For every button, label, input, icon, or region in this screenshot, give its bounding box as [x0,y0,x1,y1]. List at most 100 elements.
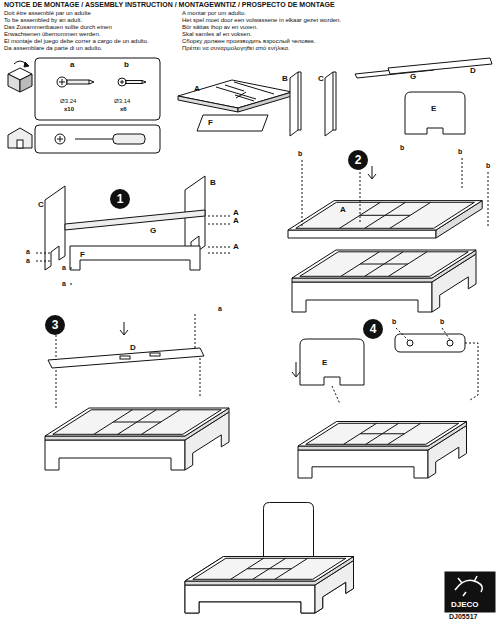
part-d-bar [388,58,492,74]
label: A [233,242,239,251]
label: B [210,178,216,187]
tool-box [35,125,160,153]
drawing-stroke [8,74,20,92]
drawing-stroke [55,134,65,144]
guide-line [462,158,463,190]
step4-base-front [298,450,428,478]
label: A [233,208,239,217]
step-number: 3 [45,315,65,335]
step4-board-e [300,339,364,385]
step2-base-top [292,250,476,278]
guide-line [200,358,201,398]
label: C [318,74,324,83]
step3-base-rim [45,408,229,440]
drawing-stroke [178,96,238,112]
label: Сборку должен производить взрослый челов… [182,38,315,45]
label: El montaje del juego debe correr a cargo… [4,38,149,45]
label: D [470,66,476,75]
final-base-top-divider [253,558,286,579]
label: G [150,226,156,235]
drawing-stroke [20,74,32,92]
step2-base-rim [292,250,476,282]
guide-line [488,172,489,226]
label: Das Zusammenbauen sollte durch einen Erw… [4,24,122,38]
part-f-panel [197,115,268,131]
djeco-logo [445,572,495,612]
bar-slot [150,353,160,356]
step2-base-front [292,282,432,312]
screw-detail [447,340,453,346]
arrow-down [368,166,376,179]
drawing-stroke [36,216,230,284]
label: A [233,216,239,225]
drawing-stroke [45,186,65,270]
step-number-text: 2 [355,153,362,167]
label: Da assemblare da parte di un adulto. [4,45,102,52]
step2-tray-front [288,230,436,238]
label: Skal samles af en voksen. [182,31,252,38]
drawing-stroke [24,62,29,67]
label: E [322,358,327,367]
drawing-stroke [8,128,32,148]
arrow-down [292,362,300,377]
step-number: 4 [363,319,383,339]
step-number: 1 [110,189,130,209]
label: F [208,118,213,127]
label: C [38,200,44,209]
label: b [458,148,462,156]
drawing-stroke [59,79,65,85]
label: A [340,205,346,214]
label: D [130,343,136,352]
screw-detail [407,340,413,346]
drawing-stroke [70,246,200,270]
label: a [26,248,30,256]
label: a [62,264,66,272]
label: b [124,60,129,69]
drawing-stroke [89,80,94,84]
final-base-top-top [185,557,354,582]
final-base-top-front [185,585,315,613]
step4-base-rim [298,422,467,451]
drawing-stroke [142,81,146,84]
step4-base-divider [366,423,399,444]
hardware-box [35,58,160,120]
label: a [70,60,74,69]
guide-line [56,370,57,410]
label: G [410,72,416,81]
final-base-top-tray [193,558,346,579]
detail-view [395,334,465,352]
step2-tray-tray [296,202,475,228]
step1-frame [36,176,230,284]
label: Ø3.24 [60,98,76,105]
step2-tray-divider [365,202,406,228]
final-base-front [185,585,315,613]
label: b [400,144,404,152]
step3-base-front [45,440,185,470]
house-icon [8,128,32,148]
bar-slot [120,356,130,359]
step3-base-tray [53,410,222,435]
label: b [440,318,444,326]
drawing-stroke [120,80,124,84]
drawing-stroke [57,77,67,87]
label: b [298,150,302,158]
logo-lizard [455,576,482,596]
label: b [486,162,490,170]
arrow-down [120,322,128,335]
label: A montar por um adulto. [182,10,246,17]
guide-line [396,328,408,340]
label: Πρέπει να συναρμολογηθεί από ενήλικα. [182,45,290,52]
screwdriver [55,134,145,144]
label: E [431,104,436,113]
step3-bar-d [48,348,204,368]
label: a [62,280,66,288]
part-c-leg [325,72,336,136]
drawing-stroke [65,210,205,230]
label: Ø3.14 [114,98,130,105]
step2-base-tray [300,252,469,276]
drawing-stroke [118,78,126,86]
guide-line [442,328,450,340]
label: a [218,305,222,313]
drawing-stroke [17,140,23,148]
step3-base-top [45,408,229,436]
